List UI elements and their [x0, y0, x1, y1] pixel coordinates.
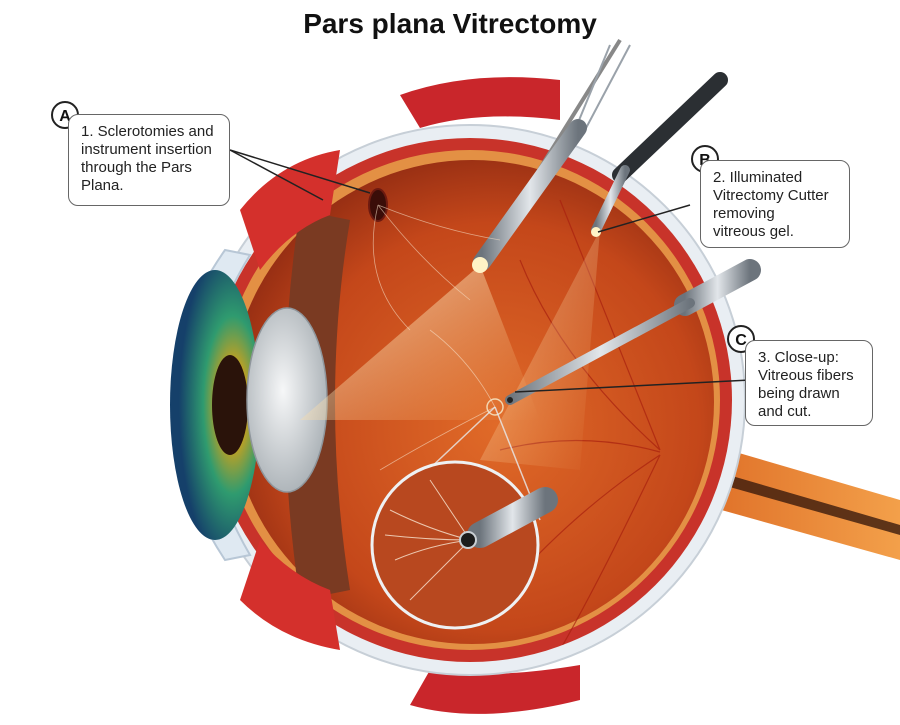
- muscle-bottom: [410, 665, 580, 714]
- callout-b-line-2: Vitrectomy Cutter: [713, 187, 829, 204]
- callout-c-line-1: 3. Close-up:: [758, 349, 839, 366]
- callout-b-line-1: 2. Illuminated: [713, 169, 803, 186]
- callout-c-line-3: being drawn: [758, 385, 840, 402]
- page-title: Pars plana Vitrectomy: [303, 8, 597, 39]
- vitreous-cutter-probe: [486, 259, 761, 416]
- callout-c-line-2: Vitreous fibers: [758, 367, 854, 384]
- callout-a: 1. Sclerotomies and instrument insertion…: [68, 114, 230, 206]
- callout-c: 3. Close-up: Vitreous fibers being drawn…: [745, 340, 873, 426]
- callout-c-line-4: and cut.: [758, 403, 812, 420]
- callout-a-line-4: Plana.: [81, 177, 124, 194]
- callout-a-line-1: 1. Sclerotomies and: [81, 123, 214, 140]
- vitrectomy-cutter: [591, 72, 728, 237]
- close-up-magnifier: [370, 406, 558, 630]
- callout-c-badge: C: [727, 325, 755, 353]
- vitreous-fibers: [372, 204, 501, 471]
- callout-b: 2. Illuminated Vitrectomy Cutter removin…: [700, 160, 850, 248]
- light-beam: [300, 265, 540, 420]
- cutter-light-beam: [480, 230, 600, 470]
- callout-a-line-3: through the Pars: [81, 159, 192, 176]
- pars-plana-bottom: [240, 540, 340, 650]
- callout-b-line-3: removing: [713, 205, 775, 222]
- lens: [246, 307, 328, 493]
- callout-b-line-4: vitreous gel.: [713, 223, 794, 240]
- pupil: [212, 355, 248, 455]
- callout-a-line-2: instrument insertion: [81, 141, 212, 158]
- pars-plana-top: [240, 150, 340, 270]
- leader-lines: [229, 149, 751, 393]
- muscle-top: [400, 77, 560, 128]
